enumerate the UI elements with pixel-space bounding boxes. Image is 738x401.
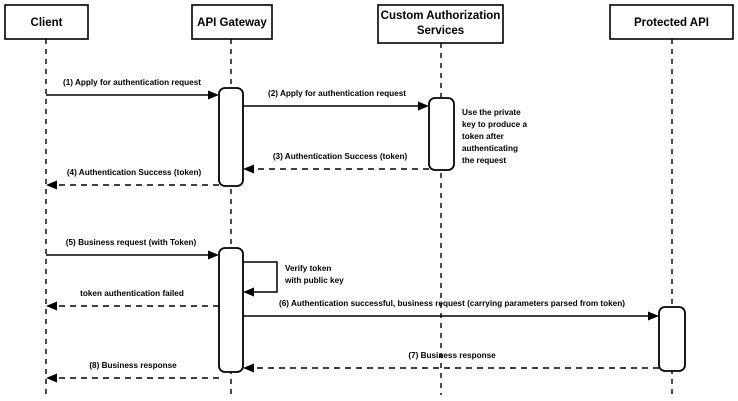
activation-bars: [218, 87, 686, 373]
note-private-key: Use the private key to produce a token a…: [462, 108, 528, 165]
self-call-verify-token[interactable]: Verify token with public key: [243, 261, 344, 297]
participant-label-custom-auth-line2: Services: [417, 25, 464, 37]
activation-protected-api: [658, 306, 686, 372]
participant-box-custom-auth: [377, 4, 504, 44]
message-token-auth-failed-label: token authentication failed: [80, 289, 184, 298]
message-3-label: (3) Authentication Success (token): [273, 152, 408, 161]
participant-box-protected-api: [609, 4, 734, 40]
self-call-verify-token-arrowhead-icon: [243, 287, 254, 297]
message-2-arrowhead-icon: [418, 101, 429, 111]
note-private-key-line-4: authenticating: [462, 144, 518, 153]
participant-label-api-gateway: API Gateway: [197, 17, 267, 29]
participant-label-custom-auth-line1: Custom Authorization: [381, 10, 501, 22]
message-8-label: (8) Business response: [89, 361, 177, 370]
message-8-arrowhead-icon: [46, 373, 57, 383]
note-private-key-line-1: Use the private: [462, 108, 521, 117]
message-1-arrowhead-icon: [208, 90, 219, 100]
message-2[interactable]: (2) Apply for authentication request: [243, 89, 429, 111]
message-3[interactable]: (3) Authentication Success (token): [243, 152, 429, 174]
message-8[interactable]: (8) Business response: [46, 361, 219, 383]
activation-api-gateway-auth: [218, 87, 244, 187]
message-token-auth-failed-arrowhead-icon: [46, 301, 57, 311]
message-2-label: (2) Apply for authentication request: [268, 89, 406, 98]
activation-api-gateway-business: [218, 247, 244, 373]
message-7-label: (7) Business response: [408, 351, 496, 360]
message-3-arrowhead-icon: [243, 164, 254, 174]
message-1[interactable]: (1) Apply for authentication request: [46, 78, 219, 100]
message-7-arrowhead-icon: [243, 363, 254, 373]
message-4[interactable]: (4) Authentication Success (token): [46, 168, 219, 190]
self-call-verify-token-path: [243, 261, 278, 293]
message-5[interactable]: (5) Business request (with Token): [46, 238, 219, 260]
note-private-key-line-3: token after: [462, 132, 505, 141]
participant-box-client: [4, 4, 89, 40]
activation-custom-auth: [428, 97, 455, 171]
message-token-auth-failed[interactable]: token authentication failed: [46, 289, 219, 311]
message-4-label: (4) Authentication Success (token): [67, 168, 202, 177]
note-private-key-line-5: the request: [462, 156, 506, 165]
message-5-label: (5) Business request (with Token): [66, 238, 197, 247]
note-private-key-line-2: key to produce a: [462, 120, 528, 129]
participant-header-client[interactable]: Client: [4, 4, 89, 40]
message-5-arrowhead-icon: [208, 250, 219, 260]
message-1-label: (1) Apply for authentication request: [63, 78, 201, 87]
participant-header-protected-api[interactable]: Protected API: [609, 4, 734, 40]
participant-header-api-gateway[interactable]: API Gateway: [191, 4, 273, 40]
participant-label-protected-api: Protected API: [634, 17, 709, 29]
participant-label-client: Client: [31, 17, 63, 29]
note-verify-token-line-2: with public key: [284, 276, 344, 285]
message-6-label: (6) Authentication successful, business …: [279, 299, 625, 308]
note-verify-token-line-1: Verify token: [285, 264, 331, 273]
participant-box-api-gateway: [191, 4, 273, 40]
participant-header-custom-auth[interactable]: Custom Authorization Services: [377, 4, 504, 44]
message-6-arrowhead-icon: [648, 311, 659, 321]
lifeline-group: [45, 39, 673, 395]
message-4-arrowhead-icon: [46, 180, 57, 190]
message-7[interactable]: (7) Business response: [243, 351, 659, 373]
message-6[interactable]: (6) Authentication successful, business …: [243, 299, 659, 321]
